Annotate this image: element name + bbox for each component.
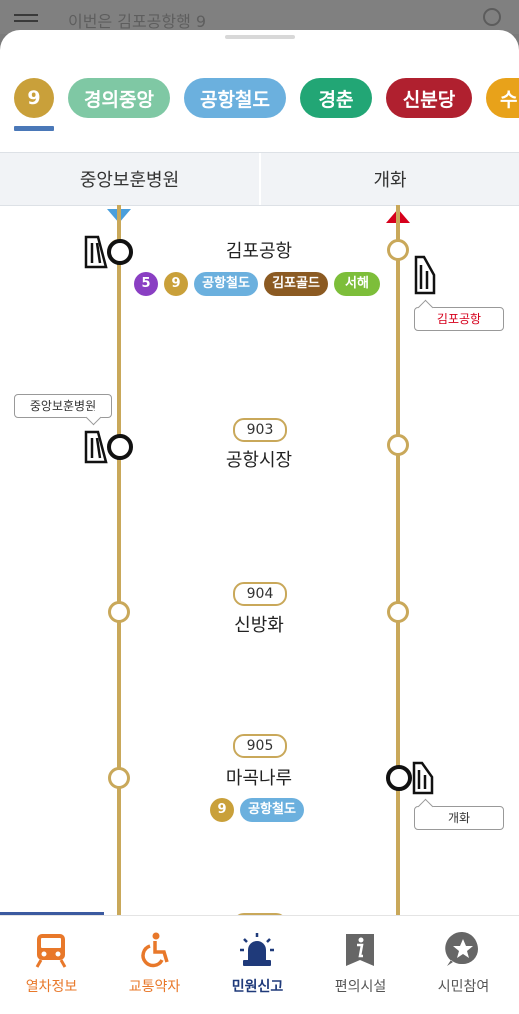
station-number: 904 <box>233 582 287 606</box>
station-name[interactable]: 공항시장 <box>225 450 293 471</box>
direction-bar: 중앙보훈병원 개화 <box>0 152 519 206</box>
route-map: 김포공항 5 9 공항철도 김포골드 서해 김포공항 중앙보훈병원 <box>0 205 519 953</box>
nav-label: 열차정보 <box>25 979 78 995</box>
nav-complaint[interactable]: 민원신고 <box>206 916 309 1014</box>
station-node-left[interactable] <box>108 767 130 789</box>
transfer-badge: 9 <box>164 272 188 296</box>
train-icon[interactable] <box>384 761 436 795</box>
transfer-badge: 공항철도 <box>240 798 304 822</box>
tab-line-gyeongui[interactable]: 경의중앙 <box>68 78 170 118</box>
station-node-right[interactable] <box>387 601 409 623</box>
train-icon <box>35 934 67 968</box>
track-left <box>117 205 121 925</box>
station-number: 903 <box>233 418 287 442</box>
station-name[interactable]: 김포공항 <box>225 241 293 262</box>
nav-train-info[interactable]: 열차정보 <box>0 916 103 1014</box>
nav-label: 편의시설 <box>334 979 387 995</box>
train-icon[interactable] <box>84 235 136 269</box>
station-name[interactable]: 신방화 <box>234 615 284 636</box>
train-icon[interactable] <box>412 255 436 295</box>
menu-icon <box>14 14 38 16</box>
tab-line-sinbundang[interactable]: 신분당 <box>386 78 472 118</box>
tab-line-gyeongchun[interactable]: 경춘 <box>300 78 372 118</box>
search-icon <box>483 8 501 26</box>
transfer-badge: 김포골드 <box>264 272 328 296</box>
direction-divider <box>259 153 261 205</box>
station-name[interactable]: 마곡나루 <box>225 768 293 789</box>
wheelchair-icon <box>141 932 169 968</box>
backdrop-title: 이번은 김포공항행 9 <box>68 12 207 31</box>
transfer-badge: 서해 <box>334 272 380 296</box>
station-node-right[interactable] <box>387 434 409 456</box>
train-icon[interactable] <box>84 430 136 464</box>
nav-accessibility[interactable]: 교통약자 <box>103 916 206 1014</box>
drag-handle[interactable] <box>225 35 295 39</box>
nav-label: 교통약자 <box>128 979 181 995</box>
info-icon <box>346 934 374 966</box>
active-tab-indicator <box>14 126 54 131</box>
station-node-right[interactable] <box>387 239 409 261</box>
transfer-badge: 5 <box>134 272 158 296</box>
siren-icon <box>240 933 274 966</box>
track-right <box>396 205 400 925</box>
nav-citizen[interactable]: 시민참여 <box>412 916 515 1014</box>
line-tabs: 9 경의중앙 공항철도 경춘 신분당 수 <box>0 78 519 122</box>
station-node-left[interactable] <box>108 601 130 623</box>
backdrop-header: 이번은 김포공항행 9 <box>0 0 519 34</box>
nav-facilities[interactable]: 편의시설 <box>309 916 412 1014</box>
station-number: 905 <box>233 734 287 758</box>
tab-line-suin[interactable]: 수 <box>486 78 519 118</box>
scroll-progress-bar <box>0 912 104 915</box>
tab-line-9[interactable]: 9 <box>14 78 54 118</box>
line-map-sheet: 9 경의중앙 공항철도 경춘 신분당 수 중앙보훈병원 개화 김포공항 5 9 … <box>0 30 519 1014</box>
transfer-badge: 공항철도 <box>194 272 258 296</box>
transfer-badge: 9 <box>210 798 234 822</box>
direction-right[interactable]: 개화 <box>373 170 407 191</box>
star-icon <box>445 932 478 966</box>
nav-label: 시민참여 <box>437 979 490 995</box>
train-callout[interactable]: 김포공항 <box>414 307 504 331</box>
tab-line-airport[interactable]: 공항철도 <box>184 78 286 118</box>
bottom-nav: 열차정보 교통약자 민원신고 편의시설 <box>0 915 519 1014</box>
nav-label: 민원신고 <box>231 979 284 995</box>
direction-left[interactable]: 중앙보훈병원 <box>79 170 180 191</box>
